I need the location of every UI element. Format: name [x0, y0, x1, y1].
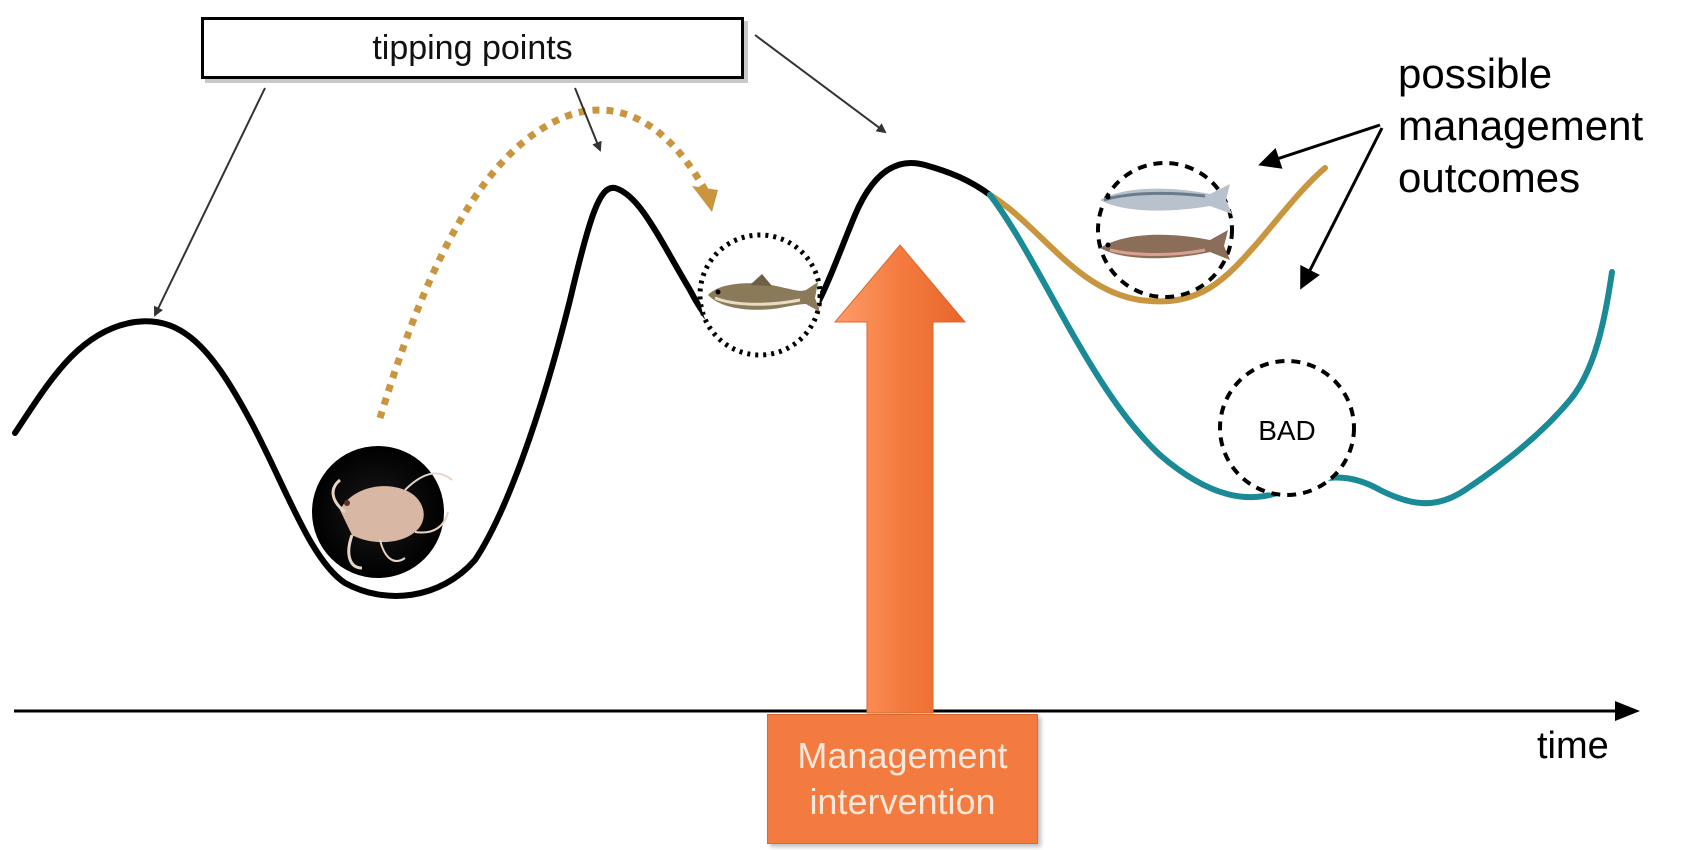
amphipod-icon: [312, 446, 453, 578]
tipping-pointer-2: [574, 87, 602, 152]
outcome-pointer-good: [1258, 123, 1381, 169]
time-axis-arrowhead: [1615, 701, 1640, 721]
management-intervention-box: Management intervention: [767, 714, 1038, 844]
stability-landscape-curve: [12, 159, 993, 599]
bad-label: BAD: [1258, 415, 1316, 446]
bad-state-circle: BAD: [1218, 359, 1356, 497]
time-axis-label: time: [1537, 725, 1609, 767]
outcomes-line-3: outcomes: [1398, 154, 1581, 201]
bad-outcome-curve: [987, 192, 1615, 507]
mgmt-line-2: intervention: [809, 781, 996, 822]
tipping-points-label: tipping points: [201, 17, 744, 79]
dotted-arrow-head: [692, 186, 718, 212]
tipping-pointer-3: [754, 34, 887, 134]
good-outcome-curve: [987, 165, 1328, 305]
possible-outcomes-label: possible management outcomes: [1398, 48, 1643, 204]
outcomes-line-2: management: [1398, 102, 1644, 149]
dotted-transition-arrow: [376, 106, 709, 420]
outcome-pointer-bad: [1300, 127, 1384, 290]
cod-fish-icon: [697, 232, 823, 358]
mgmt-line-1: Management: [797, 735, 1008, 776]
management-intervention-arrow: [833, 244, 967, 714]
salmon-icon: [1096, 161, 1234, 299]
tipping-pointer-1: [153, 87, 266, 317]
outcomes-line-1: possible: [1398, 50, 1553, 97]
